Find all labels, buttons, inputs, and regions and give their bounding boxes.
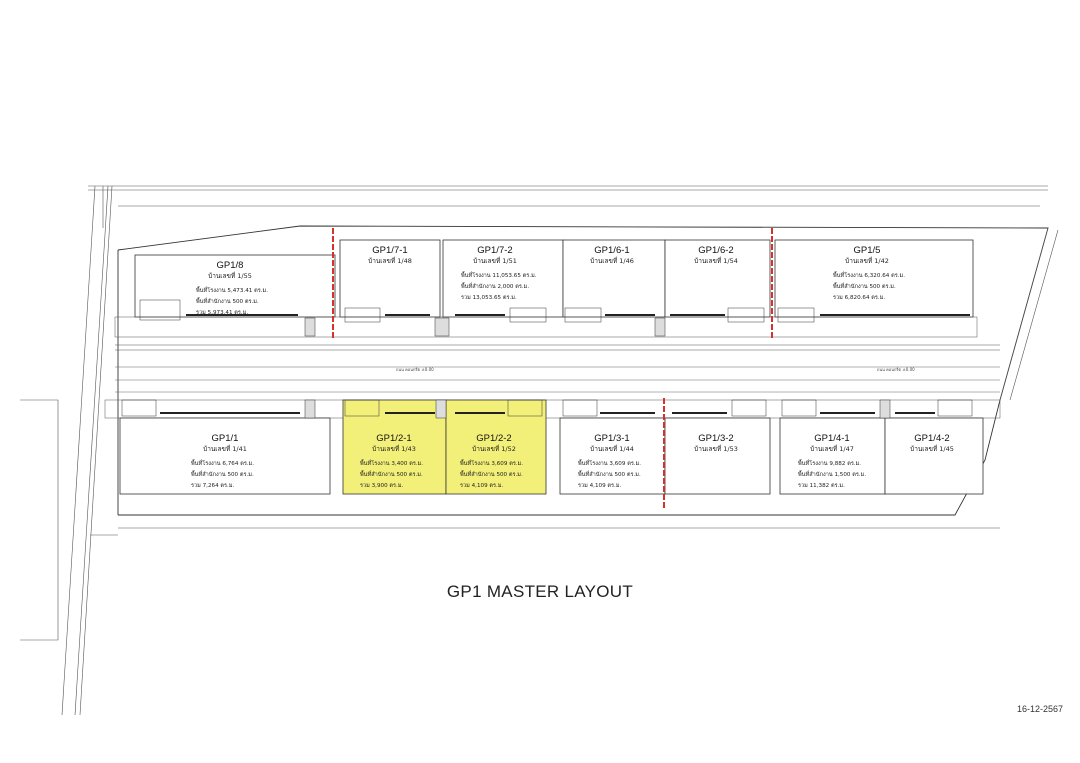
unit-area-line: พื้นที่โรงงาน 9,882 ตร.ม.	[798, 459, 862, 467]
north-building-block	[134, 239, 974, 318]
unit-name: GP1/1	[212, 433, 239, 444]
unit-name: GP1/3-1	[594, 433, 629, 444]
unit-area-line: พื้นที่โรงงาน 5,473.41 ตร.ม.	[196, 286, 269, 294]
unit-name: GP1/5	[854, 245, 881, 256]
unit-house-number: บ้านเลขที่ 1/42	[845, 256, 889, 265]
unit-area-line: พื้นที่สำนักงาน 500 ตร.ม.	[833, 282, 896, 290]
unit-name: GP1/6-2	[698, 245, 733, 256]
unit-name: GP1/2-2	[476, 433, 511, 444]
unit-area-line: รวม 4,109 ตร.ม.	[578, 483, 622, 489]
unit-name: GP1/4-1	[814, 433, 849, 444]
unit-area-line: พื้นที่โรงงาน 3,609 ตร.ม.	[578, 459, 642, 467]
unit-labels: GP1/8บ้านเลขที่ 1/55 พื้นที่โรงงาน 5,473.…	[191, 245, 954, 489]
unit-house-number: บ้านเลขที่ 1/44	[590, 444, 634, 453]
unit-name: GP1/4-2	[914, 433, 949, 444]
unit-area-line: รวม 5,973.41 ตร.ม.	[196, 310, 248, 316]
north-office-details	[139, 299, 815, 337]
loading-doors	[160, 314, 970, 414]
unit-name: GP1/8	[217, 260, 244, 271]
unit-area-line: พื้นที่สำนักงาน 2,000 ตร.ม.	[461, 282, 530, 290]
unit-area-line: พื้นที่สำนักงาน 1,500 ตร.ม.	[798, 470, 867, 478]
unit-area-line: พื้นที่สำนักงาน 500 ตร.ม.	[578, 470, 641, 478]
unit-house-number: บ้านเลขที่ 1/53	[694, 444, 738, 453]
road-label-west: ถนน คอนกรีต ±0.00	[396, 367, 434, 372]
unit-name: GP1/6-1	[594, 245, 629, 256]
south-office-details	[121, 399, 973, 419]
unit-house-number: บ้านเลขที่ 1/54	[694, 256, 738, 265]
unit-area-line: พื้นที่โรงงาน 11,053.65 ตร.ม.	[461, 271, 537, 279]
unit-area-line: รวม 7,264 ตร.ม.	[191, 483, 235, 489]
south-building-block	[119, 399, 984, 495]
unit-house-number: บ้านเลขที่ 1/45	[910, 444, 954, 453]
unit-house-number: บ้านเลขที่ 1/52	[472, 444, 516, 453]
unit-house-number: บ้านเลขที่ 1/48	[368, 256, 412, 265]
unit-area-line: พื้นที่สำนักงาน 500 ตร.ม.	[360, 470, 423, 478]
unit-house-number: บ้านเลขที่ 1/41	[203, 444, 247, 453]
unit-name: GP1/2-1	[376, 433, 411, 444]
south-loading-strip	[104, 399, 1001, 419]
unit-area-line: พื้นที่สำนักงาน 500 ตร.ม.	[191, 470, 254, 478]
unit-house-number: บ้านเลขที่ 1/51	[473, 256, 517, 265]
unit-area-line: พื้นที่โรงงาน 3,609 ตร.ม.	[460, 459, 524, 467]
unit-area-line: พื้นที่โรงงาน 3,400 ตร.ม.	[360, 459, 424, 467]
unit-area-line: พื้นที่โรงงาน 6,764 ตร.ม.	[191, 459, 255, 467]
unit-area-line: รวม 11,382 ตร.ม.	[798, 483, 845, 489]
unit-area-line: พื้นที่สำนักงาน 500 ตร.ม.	[196, 297, 259, 305]
unit-dividers	[332, 228, 773, 510]
unit-name: GP1/7-1	[372, 245, 407, 256]
unit-house-number: บ้านเลขที่ 1/47	[810, 444, 854, 453]
central-road	[115, 366, 1000, 393]
unit-house-number: บ้านเลขที่ 1/55	[208, 271, 252, 280]
unit-area-line: พื้นที่สำนักงาน 500 ตร.ม.	[460, 470, 523, 478]
road-label-east: ถนน คอนกรีต ±0.00	[877, 367, 915, 372]
date-stamp: 16-12-2567	[1016, 704, 1063, 714]
unit-area-line: รวม 3,900 ตร.ม.	[360, 483, 404, 489]
unit-area-line: รวม 4,109 ตร.ม.	[460, 483, 504, 489]
unit-area-line: รวม 13,053.65 ตร.ม.	[461, 295, 517, 301]
unit-name: GP1/7-2	[477, 245, 512, 256]
unit-area-line: พื้นที่โรงงาน 6,320.64 ตร.ม.	[833, 271, 906, 279]
north-loading-strip	[114, 316, 1000, 351]
unit-house-number: บ้านเลขที่ 1/43	[372, 444, 416, 453]
layout-title: GP1 MASTER LAYOUT	[446, 582, 634, 601]
unit-area-line: รวม 6,820.64 ตร.ม.	[833, 295, 885, 301]
unit-house-number: บ้านเลขที่ 1/46	[590, 256, 634, 265]
unit-name: GP1/3-2	[698, 433, 733, 444]
